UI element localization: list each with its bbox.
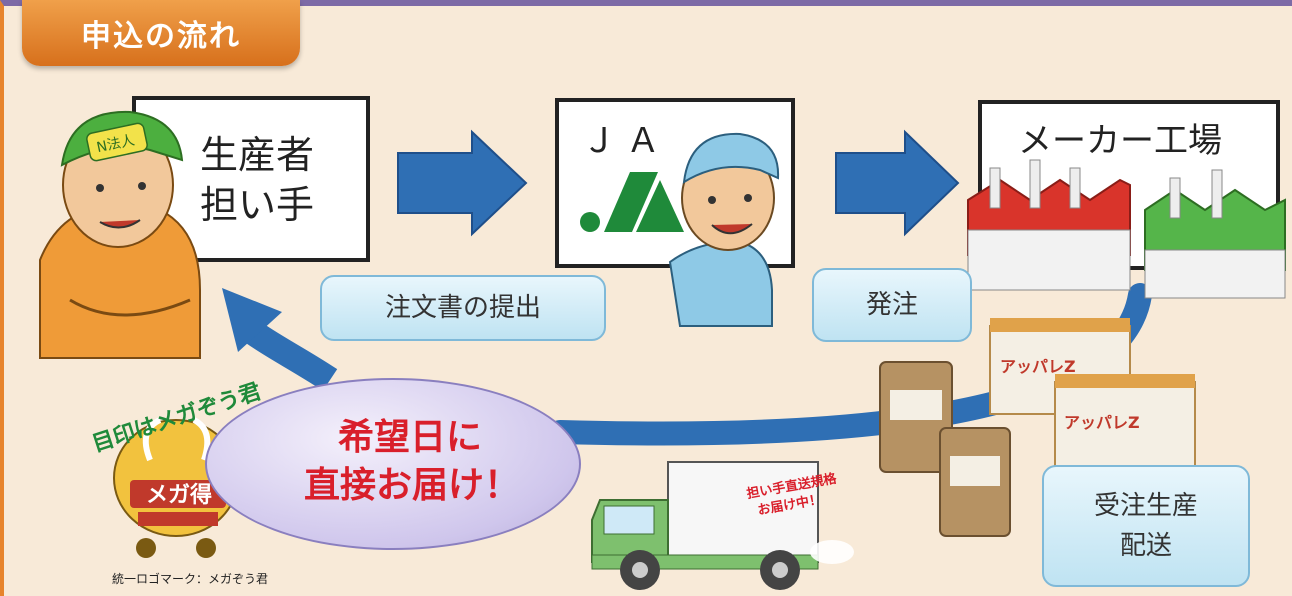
order-submission-text: 注文書の提出 [384,293,541,323]
mascot-caption: 統一ロゴマーク：メガぞう君 [112,572,269,586]
arrow-ja-to-maker [835,129,960,237]
svg-text:N法人: N法人 [95,132,136,156]
maker-label: メーカー工場 [1018,121,1222,161]
ja-staff-illustration [668,132,780,327]
arrow-producer-to-ja [397,129,528,237]
red-factory-illustration [967,159,1131,291]
production-delivery-label: 受注生産 配送 [1042,465,1250,587]
ja-label: ＪＡ [582,121,670,161]
production-text: 受注生産 [1093,491,1198,521]
direct-delivery-bubble [205,378,581,550]
fertilizer-bags [879,361,1011,537]
green-factory-illustration [1144,169,1286,299]
svg-text:メガ得: メガ得 [146,482,212,508]
product-cartons: アッパレZ アッパレZ [989,318,1196,471]
return-arrow-head [222,288,282,352]
order-placement-label: 発注 [812,268,972,342]
order-placement-text: 発注 [865,290,918,320]
section-title: 申込の流れ [81,19,241,54]
bubble-text-1: 希望日に [337,417,482,458]
section-title-tab: 申込の流れ [22,0,300,66]
producer-farmer-illustration: N法人 [39,110,201,359]
order-submission-label: 注文書の提出 [320,275,606,341]
producer-label-1: 生産者 [200,133,315,177]
delivery-text: 配送 [1119,531,1172,561]
ja-logo [580,172,684,232]
svg-text:アッパレZ: アッパレZ [1000,357,1076,376]
producer-label-2: 担い手 [200,183,315,227]
delivery-truck-illustration: 担い手直送規格 お届け中！ [591,461,854,590]
svg-text:アッパレZ: アッパレZ [1064,413,1140,432]
bubble-text-2: 直接お届け！ [303,465,520,506]
